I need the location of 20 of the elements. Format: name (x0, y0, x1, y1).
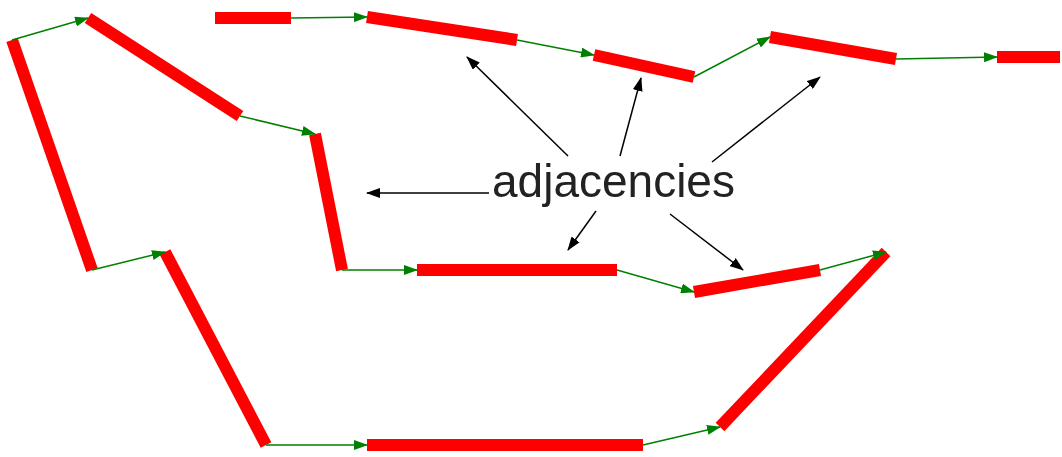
annotation-text: adjacencies (492, 154, 735, 209)
leader-line (567, 210, 597, 251)
leader-line (711, 76, 821, 163)
arrow (516, 39, 595, 58)
arrow (616, 269, 695, 294)
leader-line (669, 213, 744, 271)
leader-line (466, 56, 569, 157)
arrow (91, 250, 166, 271)
arrow (265, 440, 368, 450)
arrow (11, 16, 89, 41)
arrow (693, 36, 771, 78)
leader-line (366, 188, 490, 198)
arrow (642, 425, 721, 446)
leader-line (619, 77, 643, 157)
bar-segment (713, 245, 893, 434)
arrow (341, 265, 418, 275)
arrow (819, 250, 887, 271)
arrow (290, 12, 368, 23)
arrow (239, 115, 316, 136)
arrow (895, 52, 998, 63)
